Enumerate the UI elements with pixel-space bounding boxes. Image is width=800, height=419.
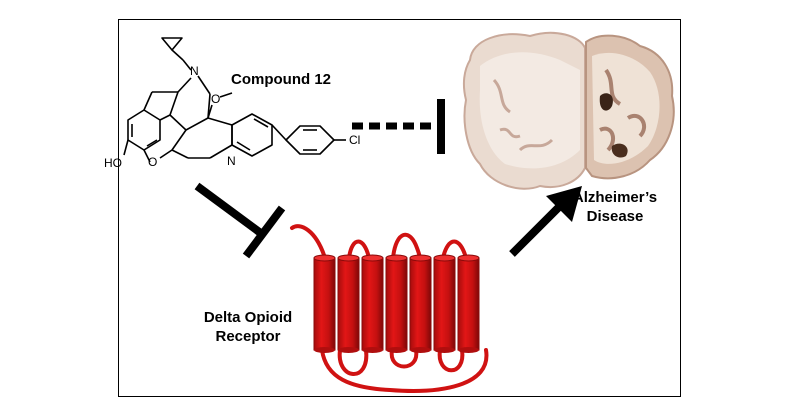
atom-chloro: Cl [349, 133, 361, 147]
receptor-helix [337, 254, 360, 353]
receptor-label: Delta Opioid Receptor [198, 308, 298, 346]
disease-label-line2: Disease [586, 208, 644, 225]
disease-label-line1: Alzheimer’s [572, 189, 658, 206]
activation-arrow [509, 186, 582, 257]
atom-o-methoxy: O [211, 92, 221, 106]
disease-label: Alzheimer’s Disease [565, 188, 665, 226]
figure-border [118, 19, 681, 397]
receptor-helix [409, 254, 432, 353]
solid-inhibition [194, 182, 286, 259]
receptor-label-line2: Receptor [215, 328, 281, 345]
receptor-helix [361, 254, 384, 353]
receptor-helix [385, 254, 408, 353]
receptor-helix [433, 254, 456, 353]
receptor-helix [457, 254, 480, 353]
receptor-loops [290, 224, 489, 393]
receptor-label-line1: Delta Opioid [203, 309, 293, 326]
pyridine-ring [231, 113, 273, 157]
atom-hydroxyl: HO [104, 156, 122, 170]
dashed-inhibition [352, 99, 445, 154]
atom-n-pyridine: N [227, 154, 236, 168]
atom-o-furan: O [148, 155, 158, 169]
brain-section-alzheimers [585, 34, 675, 180]
receptor-helix [313, 254, 336, 353]
receptor-helices [313, 254, 480, 353]
compound-structure [123, 37, 346, 163]
atom-n-amine: N [190, 64, 199, 78]
brain-section-healthy [462, 31, 586, 190]
cyclopropyl-ring [161, 37, 183, 51]
compound-label: Compound 12 [231, 71, 331, 88]
